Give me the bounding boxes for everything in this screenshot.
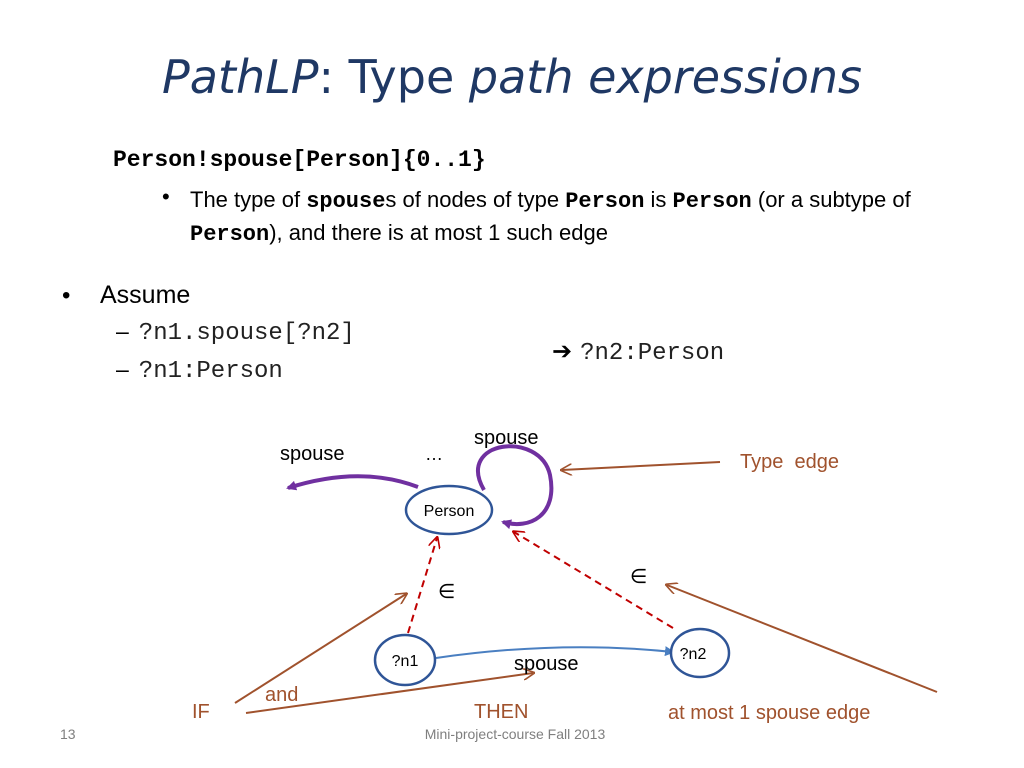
page-number: 13 [60,726,76,742]
bullet-marker: • [62,282,71,309]
then-label: THEN [474,701,528,723]
member-symbol-2: ∈ [630,564,647,588]
spouse-left-label: spouse [280,443,345,465]
if-label: IF [192,701,210,723]
person-node-label: Person [424,503,475,520]
conclusion-code: ?n2:Person [580,340,725,367]
conclusion: ➔ ?n2:Person [552,337,724,367]
spouse-loop-label: spouse [474,427,539,449]
at-most-label: at most 1 spouse edge [668,702,870,724]
assume-item-1: –?n1.spouse[?n2] [116,318,355,347]
spouse-bottom-label: spouse [514,653,579,675]
sub-bullet-marker: • [162,184,170,209]
assume-item-2: –?n1:Person [116,356,283,385]
title-pathlp: PathLP [161,50,319,104]
slide-title: PathLP: Type path expressions [0,50,1024,104]
code-line: Person!spouse[Person]{0..1} [113,147,486,173]
n2-node [669,627,731,679]
dash: – [116,318,129,344]
then-arrow [245,673,533,714]
type-edge-label: Type edge [740,451,839,473]
member-edge-n1 [407,538,437,634]
n1-node-label: ?n1 [392,653,419,670]
spouse-edge-n1-n2 [435,646,675,659]
sub-bullet-text: The type of spouses of nodes of type Per… [190,187,911,247]
type-edge-arrow [562,461,721,470]
if-arrow [234,594,406,704]
dash: – [116,356,129,382]
assume-label: Assume [100,281,191,309]
and-label: and [265,684,298,706]
spouse-loop-edge [476,444,554,530]
member-edge-n2 [514,532,674,629]
title-path-expressions: path expressions [468,50,863,104]
assume-code-1: ?n1.spouse[?n2] [138,320,355,347]
person-node [404,484,494,536]
implies-arrow-icon: ➔ [552,338,573,365]
at-most-arrow [667,585,938,693]
footer-course: Mini-project-course Fall 2013 [424,726,606,742]
ellipsis-label: … [425,444,443,464]
n2-node-label: ?n2 [680,646,707,663]
member-symbol-1: ∈ [438,579,455,603]
title-type: : Type [318,50,469,104]
spouse-edge-left [286,474,419,491]
assume-code-2: ?n1:Person [138,358,283,385]
n1-node [373,633,437,687]
